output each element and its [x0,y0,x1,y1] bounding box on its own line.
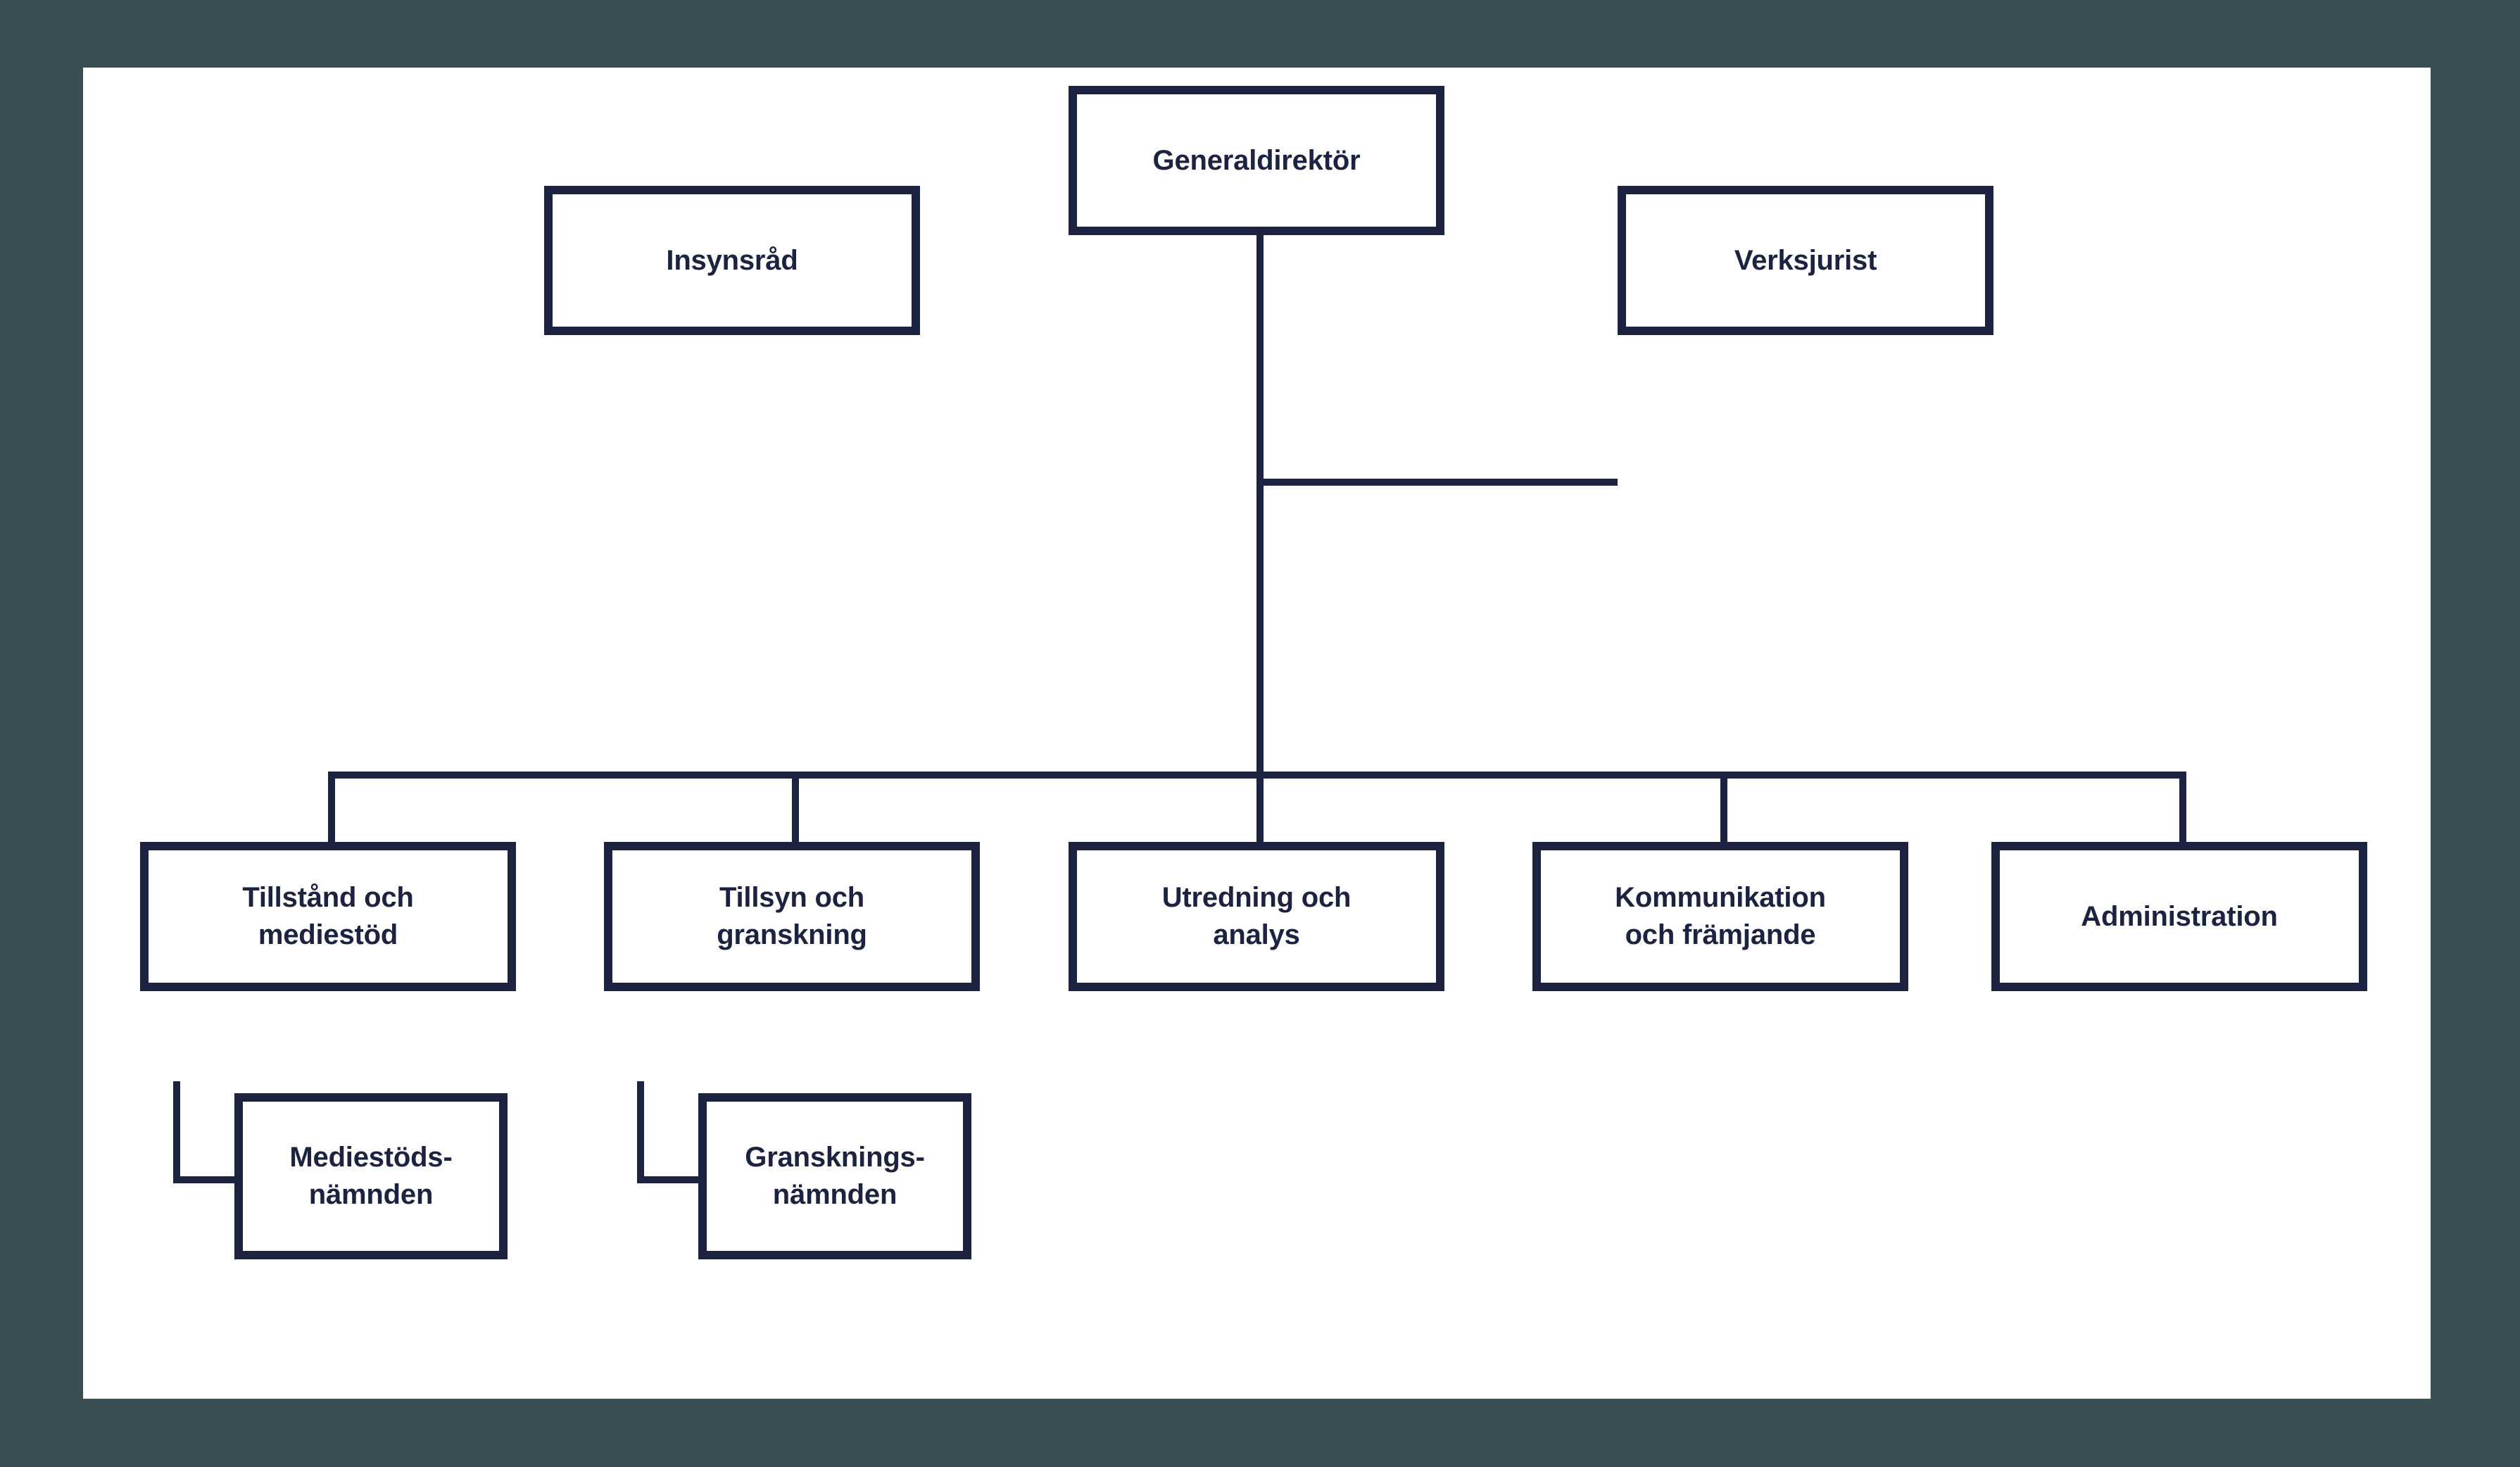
connector-drop-utredning [1256,772,1264,842]
node-insynsrad[interactable]: Insynsråd [544,186,920,335]
connector-elbow-mediestodsnamnden-vertical [173,1081,180,1183]
connector-elbow-granskningsnamnden-horizontal [637,1176,707,1183]
connector-trunk-vertical [1256,235,1264,779]
node-tillsyn-och-granskning[interactable]: Tillsyn och granskning [604,842,980,991]
connector-drop-administration [2179,772,2186,842]
node-label-tillstand-och-mediestod: Tillstånd och mediestöd [242,882,414,950]
connector-drop-tillstand [328,772,335,842]
node-generaldirektor[interactable]: Generaldirektör [1069,86,1444,235]
chart-canvas: Generaldirektör Insynsråd Verksjurist Ti… [83,68,2431,1399]
node-label-kommunikation-och-framjande: Kommunikation och främjande [1615,882,1826,950]
node-label-verksjurist: Verksjurist [1734,244,1877,276]
node-utredning-och-analys[interactable]: Utredning och analys [1069,842,1444,991]
node-mediestodsnamnden[interactable]: Mediestöds- nämnden [234,1093,508,1259]
node-tillstand-och-mediestod[interactable]: Tillstånd och mediestöd [140,842,516,991]
node-label-generaldirektor: Generaldirektör [1152,144,1361,176]
node-granskningsnamnden[interactable]: Gransknings- nämnden [698,1093,971,1259]
node-label-insynsrad: Insynsråd [666,244,798,276]
connector-drop-kommunikation [1720,772,1727,842]
node-verksjurist[interactable]: Verksjurist [1618,186,1993,335]
connector-elbow-granskningsnamnden-vertical [637,1081,644,1183]
node-administration[interactable]: Administration [1991,842,2367,991]
connector-drop-tillsyn [792,772,799,842]
org-chart: Generaldirektör Insynsråd Verksjurist Ti… [83,68,2431,1399]
node-label-administration: Administration [2081,900,2278,932]
node-label-granskningsnamnden: Gransknings- nämnden [745,1142,925,1210]
connector-elbow-mediestodsnamnden-horizontal [173,1176,244,1183]
node-label-mediestodsnamnden: Mediestöds- nämnden [289,1142,453,1210]
node-label-tillsyn-och-granskning: Tillsyn och granskning [717,882,867,950]
node-kommunikation-och-framjande[interactable]: Kommunikation och främjande [1532,842,1908,991]
connector-verksjurist-horizontal [1256,479,1618,486]
node-label-utredning-och-analys: Utredning och analys [1161,882,1352,950]
